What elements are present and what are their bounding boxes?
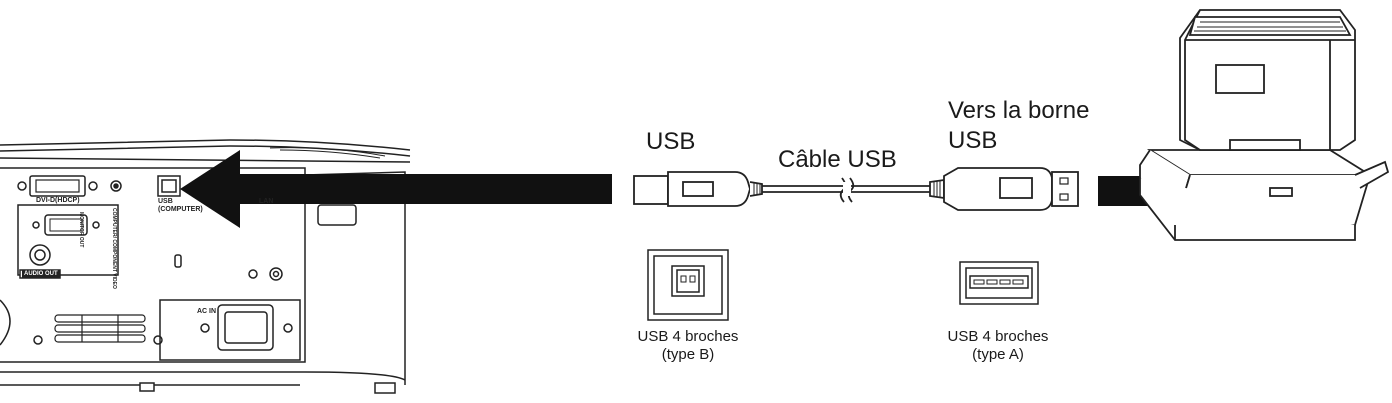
- component-label: COMPUTER/ COMPONENT VIDEO: [111, 208, 117, 289]
- arrow-left-icon: [180, 150, 612, 228]
- to-usb-terminal-label: Vers la borne USB: [948, 97, 1090, 154]
- monitor-out-label: MONITOR OUT: [78, 212, 84, 248]
- usb-label: USB: [646, 128, 696, 155]
- usb-cable: [633, 167, 1079, 211]
- ac-in-label: AC IN: [197, 308, 217, 315]
- usb-type-b-port-icon: [647, 249, 729, 321]
- cable-label: Câble USB: [778, 146, 897, 173]
- usb-type-b-plug-icon: [633, 171, 763, 207]
- usb-type-a-plug-icon: [929, 167, 1079, 211]
- lan-label: LAN: [259, 198, 274, 205]
- type-a-caption: USB 4 broches (type A): [947, 328, 1049, 363]
- computer-icon: [1139, 9, 1390, 241]
- audio-out-label: AUDIO OUT: [22, 270, 60, 278]
- type-b-caption: USB 4 broches (type B): [637, 328, 739, 363]
- usb-type-a-port-icon: [959, 261, 1039, 305]
- usb-computer-label: USB (COMPUTER): [158, 198, 203, 213]
- dvi-label: DVI-D(HDCP): [36, 197, 80, 204]
